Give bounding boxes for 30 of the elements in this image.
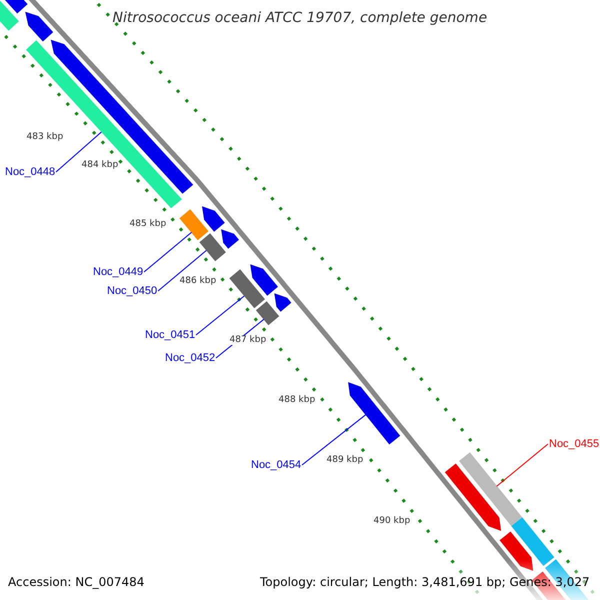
leader-line [158, 250, 207, 292]
leader-line [56, 132, 102, 172]
gene-feature [256, 301, 280, 326]
position-label: 484 kbp [82, 160, 118, 170]
position-label: 488 kbp [278, 396, 316, 404]
position-label: 483 kbp [26, 132, 64, 142]
leader-line [196, 296, 245, 336]
gene-name: Noc_0448 [5, 166, 56, 178]
leader-line [144, 232, 192, 272]
gene-name: Noc_0455 [549, 438, 600, 450]
gene-feature [199, 233, 226, 262]
leader-line [496, 444, 548, 487]
position-label: 486 kbp [180, 276, 216, 286]
diagram-title: Nitrosococcus oceani ATCC 19707, complete genome [112, 11, 488, 25]
gene-feature [348, 382, 400, 444]
map-info-text: Topology: circular; Length: 3,481,691 bp; Genes: 3,027 [260, 576, 590, 588]
gene-feature [179, 209, 208, 240]
position-label: 487 kbp [230, 336, 266, 344]
map-info-text: Accession: NC_007484 [8, 576, 144, 588]
gene-name: Noc_0450 [107, 286, 158, 296]
gene-name: Noc_0449 [93, 266, 144, 278]
gene-feature [229, 269, 265, 308]
leader-line [302, 414, 366, 466]
gene-feature [459, 452, 522, 526]
gene-name: Noc_0454 [251, 460, 302, 470]
position-label: 490 kbp [374, 516, 410, 526]
position-label: 485 kbp [130, 220, 166, 228]
gene-name: Noc_0452 [165, 352, 216, 364]
gene-name: Noc_0451 [145, 330, 196, 340]
position-label: 489 kbp [326, 456, 364, 464]
